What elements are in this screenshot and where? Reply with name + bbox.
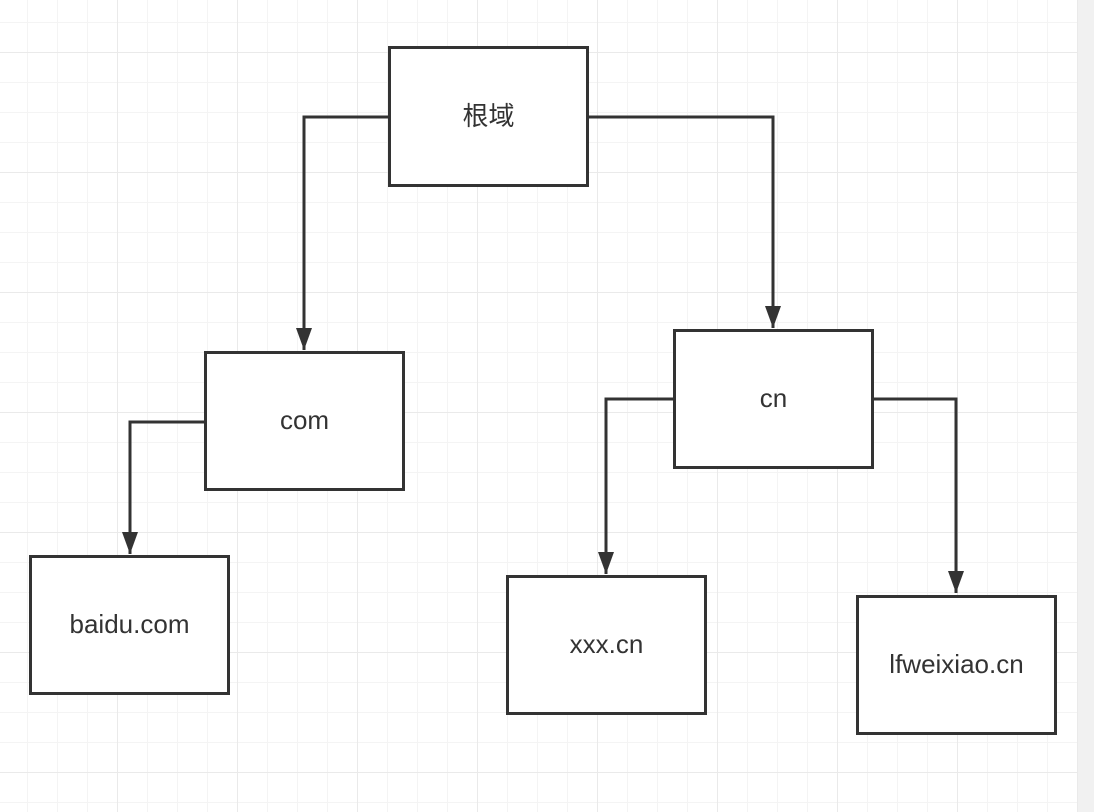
edge-root-to-com[interactable] bbox=[296, 115, 388, 350]
node-label: lfweixiao.cn bbox=[889, 649, 1024, 680]
node-label: xxx.cn bbox=[569, 629, 644, 660]
node-cn[interactable]: cn bbox=[673, 329, 874, 469]
edge-com-to-baidu[interactable] bbox=[122, 420, 204, 554]
node-label: cn bbox=[759, 383, 788, 414]
edge-cn-to-xxx[interactable] bbox=[598, 397, 673, 574]
node-label: baidu.com bbox=[69, 609, 190, 640]
node-root[interactable]: 根域 bbox=[388, 46, 589, 187]
node-baidu[interactable]: baidu.com bbox=[29, 555, 230, 695]
edge-root-to-cn[interactable] bbox=[589, 115, 781, 328]
edge-cn-to-lfweixiao[interactable] bbox=[874, 397, 964, 593]
node-label: 根域 bbox=[462, 100, 515, 131]
node-xxx[interactable]: xxx.cn bbox=[506, 575, 707, 715]
node-lfweixiao[interactable]: lfweixiao.cn bbox=[856, 595, 1057, 735]
node-com[interactable]: com bbox=[204, 351, 405, 491]
node-label: com bbox=[279, 405, 330, 436]
canvas-edge-strip bbox=[1078, 0, 1094, 812]
